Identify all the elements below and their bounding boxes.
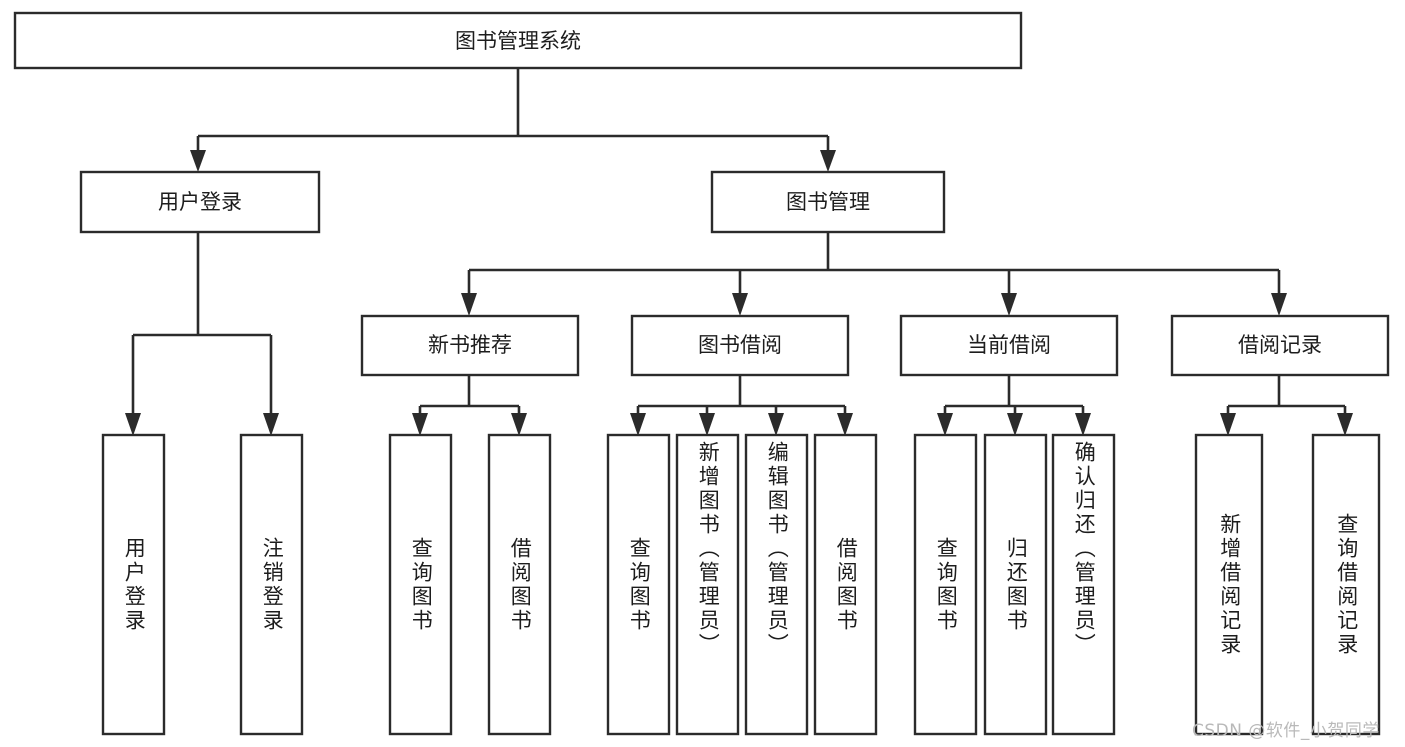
node-borrow-record-label: 借阅记录	[1238, 333, 1322, 357]
arrowhead-book-manage	[820, 150, 836, 172]
node-current-borrow-label: 当前借阅	[967, 333, 1051, 357]
node-current-borrow-box[interactable]	[899, 314, 1119, 377]
leaf-box-borrow-record-2[interactable]	[1311, 433, 1381, 736]
csdn-watermark: CSDN @软件_小贺同学	[1192, 721, 1380, 741]
arrowhead-bookborrow-leaf-4	[837, 413, 853, 436]
leaf-box-new-book-2[interactable]	[487, 433, 552, 736]
arrowhead-bookborrow-leaf-3	[768, 413, 784, 436]
leaf-box-user-login-2[interactable]	[239, 433, 304, 736]
arrowhead-book-borrow	[732, 293, 748, 316]
arrowhead-bookborrow-leaf-1	[630, 413, 646, 436]
leaf-box-current-borrow-2[interactable]	[983, 433, 1048, 736]
connector-group-current-borrow	[937, 375, 1091, 436]
leaf-box-book-borrow-4[interactable]	[813, 433, 878, 736]
arrowhead-currentborrow-leaf-3	[1075, 413, 1091, 436]
node-root-box[interactable]	[13, 11, 1023, 70]
arrowhead-newbook-leaf-2	[511, 413, 527, 436]
node-book-borrow-box[interactable]	[630, 314, 850, 377]
leaf-box-current-borrow-1[interactable]	[913, 433, 978, 736]
node-user-login-label: 用户登录	[158, 190, 242, 214]
leaf-box-book-borrow-2[interactable]	[675, 433, 740, 736]
node-borrow-record[interactable]: 借阅记录	[1170, 314, 1390, 377]
arrowhead-bookborrow-leaf-2	[699, 413, 715, 436]
node-book-manage[interactable]: 图书管理	[710, 170, 946, 234]
connector-group-new-book-recommend	[412, 375, 527, 436]
connector-group-user-login	[125, 232, 279, 436]
node-root-label: 图书管理系统	[455, 29, 581, 53]
node-borrow-record-box[interactable]	[1170, 314, 1390, 377]
arrowhead-newbook-leaf-1	[412, 413, 428, 436]
connector-group-root	[190, 68, 836, 172]
arrowhead-new-book-recommend	[461, 293, 477, 316]
arrowhead-borrow-record	[1271, 293, 1287, 316]
node-new-book-recommend-box[interactable]	[360, 314, 580, 377]
node-book-borrow[interactable]: 图书借阅	[630, 314, 850, 377]
arrowhead-leaf-logout	[263, 413, 279, 436]
arrowhead-currentborrow-leaf-1	[937, 413, 953, 436]
node-user-login[interactable]: 用户登录	[79, 170, 321, 234]
leaf-box-book-borrow-1[interactable]	[606, 433, 671, 736]
connector-group-book-manage	[461, 232, 1287, 316]
arrowhead-current-borrow	[1001, 293, 1017, 316]
node-new-book-recommend-label: 新书推荐	[428, 333, 512, 357]
arrowhead-user-login	[190, 150, 206, 172]
arrowhead-borrowrecord-leaf-1	[1220, 413, 1236, 436]
node-new-book-recommend[interactable]: 新书推荐	[360, 314, 580, 377]
leaf-box-new-book-1[interactable]	[388, 433, 453, 736]
node-root[interactable]: 图书管理系统	[13, 11, 1023, 70]
arrowhead-leaf-user-login	[125, 413, 141, 436]
leaf-box-borrow-record-1[interactable]	[1194, 433, 1264, 736]
node-book-borrow-label: 图书借阅	[698, 333, 782, 357]
node-current-borrow[interactable]: 当前借阅	[899, 314, 1119, 377]
leaf-box-current-borrow-3[interactable]	[1051, 433, 1116, 736]
arrowhead-borrowrecord-leaf-2	[1337, 413, 1353, 436]
connector-group-borrow-record	[1220, 375, 1353, 436]
node-book-manage-box[interactable]	[710, 170, 946, 234]
node-user-login-box[interactable]	[79, 170, 321, 234]
arrowhead-currentborrow-leaf-2	[1007, 413, 1023, 436]
leaf-box-book-borrow-3[interactable]	[744, 433, 809, 736]
connector-group-book-borrow	[630, 375, 853, 436]
node-book-manage-label: 图书管理	[786, 190, 870, 214]
leaf-box-user-login-1[interactable]	[101, 433, 166, 736]
